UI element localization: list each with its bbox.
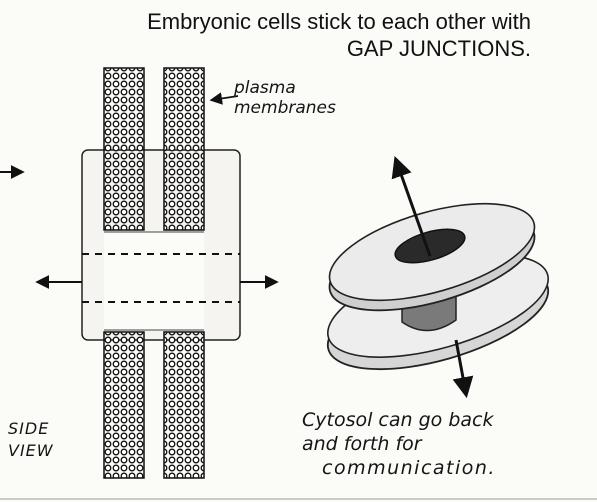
junction-channel	[104, 232, 204, 330]
membrane-right-lower	[164, 332, 204, 478]
cytosol-line-2: and forth for	[302, 432, 592, 456]
cytosol-line-3: communication.	[302, 456, 592, 480]
plasma-membranes-label: plasma membranes	[234, 78, 336, 118]
side-view-label: SIDE VIEW	[8, 418, 54, 462]
gap-junction-3d-view	[317, 160, 559, 394]
membrane-left-upper	[104, 68, 144, 230]
membrane-left-lower	[104, 332, 144, 478]
side-label-line-2: VIEW	[8, 440, 54, 462]
cytosol-caption: Cytosol can go back and forth for commun…	[302, 408, 592, 480]
membrane-right-upper	[164, 68, 204, 230]
plasma-label-line-1: plasma	[234, 78, 336, 98]
side-label-line-1: SIDE	[8, 418, 54, 440]
plasma-label-line-2: membranes	[234, 98, 336, 118]
gap-junction-side-view	[0, 68, 276, 478]
cytosol-line-1: Cytosol can go back	[302, 408, 592, 432]
